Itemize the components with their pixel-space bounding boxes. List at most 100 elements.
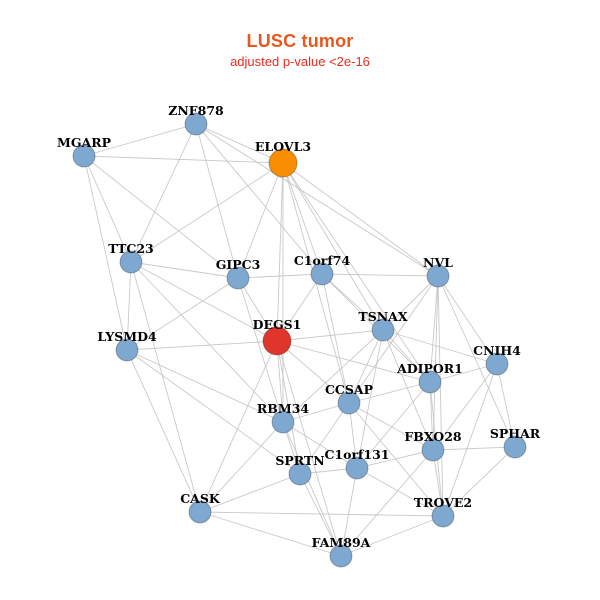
edge-NVL-SPHAR [437,275,516,448]
edge-GIPC3-LYSMD4 [126,277,239,351]
edge-TTC23-CASK [130,261,201,513]
edge-NVL-CCSAP [348,275,439,404]
node-SPHAR [503,435,527,459]
node-label-TSNAX: TSNAX [358,309,407,324]
edge-NVL-TSNAX [382,275,439,331]
node-GIPC3 [226,266,250,290]
edge-CCSAP-FBXO28 [348,402,434,451]
edge-FBXO28-C1orf131 [356,449,434,469]
node-ELOVL3 [268,148,298,178]
edge-CCSAP-TROVE2 [348,402,444,517]
edge-CNIH4-SPHAR [496,363,516,448]
edge-ADIPOR1-C1orf131 [356,381,431,469]
node-label-SPHAR: SPHAR [490,426,541,441]
edge-SPHAR-TROVE2 [442,446,516,517]
edge-CNIH4-TROVE2 [442,363,498,517]
node-LYSMD4 [115,338,139,362]
edge-TSNAX-DEGS1 [276,329,384,342]
node-RBM34 [271,410,295,434]
node-CASK [188,500,212,524]
edge-ADIPOR1-FBXO28 [429,381,434,451]
edge-TSNAX-CNIH4 [382,329,498,365]
edge-ZNF878-MGARP [83,123,197,157]
edge-ELOVL3-GIPC3 [237,162,284,279]
edge-ZNF878-GIPC3 [195,123,239,279]
node-label-NVL: NVL [423,255,453,270]
edge-DEGS1-ADIPOR1 [276,340,431,383]
edge-TSNAX-ADIPOR1 [382,329,431,383]
node-ZNF878 [184,112,208,136]
edge-C1orf74-NVL [321,273,439,277]
edge-DEGS1-LYSMD4 [126,340,278,351]
edge-CASK-FAM89A [199,511,342,557]
node-C1orf74 [310,262,334,286]
edge-TSNAX-FBXO28 [382,329,434,451]
edge-FBXO28-SPHAR [432,446,516,451]
node-label-RBM34: RBM34 [257,401,309,416]
node-label-CNIH4: CNIH4 [473,343,521,358]
node-label-CASK: CASK [180,491,221,506]
node-label-C1orf131: C1orf131 [324,447,389,462]
edge-DEGS1-FAM89A [276,340,342,557]
node-label-CCSAP: CCSAP [325,382,374,397]
edge-SPRTN-FAM89A [299,473,342,557]
edge-ELOVL3-TSNAX [282,162,384,331]
edge-ZNF878-ELOVL3 [195,123,284,164]
node-label-MGARP: MGARP [57,135,112,150]
node-TTC23 [119,250,143,274]
edge-DEGS1-CCSAP [276,340,350,404]
node-label-ZNF878: ZNF878 [168,103,224,118]
edge-C1orf74-TSNAX [321,273,384,331]
node-CNIH4 [485,352,509,376]
node-label-DEGS1: DEGS1 [253,317,302,332]
node-label-SPRTN: SPRTN [275,453,324,468]
edge-GIPC3-C1orf74 [237,273,323,279]
node-label-TTC23: TTC23 [108,241,154,256]
edge-C1orf131-TROVE2 [356,467,444,517]
edge-ZNF878-C1orf74 [195,123,323,275]
edge-C1orf74-CCSAP [321,273,350,404]
edge-ZNF878-NVL [195,123,439,277]
edge-MGARP-GIPC3 [83,155,239,279]
edge-ELOVL3-DEGS1 [276,162,284,342]
edge-CNIH4-FBXO28 [432,363,498,451]
edge-ZNF878-TTC23 [130,123,197,263]
edge-DEGS1-CASK [199,340,278,513]
node-TSNAX [371,318,395,342]
node-MGARP [72,144,96,168]
plot-subtitle: adjusted p-value <2e-16 [230,54,370,69]
edge-LYSMD4-RBM34 [126,349,284,423]
edge-C1orf131-FAM89A [340,467,358,557]
edge-ELOVL3-C1orf74 [282,162,323,275]
edge-GIPC3-RBM34 [237,277,284,423]
node-label-ADIPOR1: ADIPOR1 [396,361,463,376]
edge-ELOVL3-NVL [282,162,439,277]
edge-ADIPOR1-CCSAP [348,381,431,404]
edge-CCSAP-SPRTN [299,402,350,475]
node-C1orf131 [345,456,369,480]
edge-MGARP-TTC23 [83,155,132,263]
edge-TSNAX-RBM34 [282,329,384,423]
edge-NVL-CNIH4 [437,275,498,365]
edge-RBM34-C1orf131 [282,421,358,469]
node-label-LYSMD4: LYSMD4 [97,329,157,344]
node-SPRTN [288,462,312,486]
edge-CNIH4-ADIPOR1 [429,363,498,383]
node-label-TROVE2: TROVE2 [414,495,472,510]
node-label-FBXO28: FBXO28 [404,429,462,444]
nodes-layer [72,112,527,568]
edge-TSNAX-C1orf131 [356,329,384,469]
edge-NVL-TROVE2 [437,275,444,517]
edge-RBM34-CASK [199,421,284,513]
node-FAM89A [329,544,353,568]
edge-LYSMD4-CASK [126,349,201,513]
edge-TTC23-LYSMD4 [126,261,132,351]
node-DEGS1 [262,326,292,356]
node-label-GIPC3: GIPC3 [216,257,261,272]
node-label-FAM89A: FAM89A [312,535,371,550]
edge-SPRTN-CASK [199,473,301,513]
edge-CASK-TROVE2 [199,511,444,517]
edge-LYSMD4-SPRTN [126,349,301,475]
